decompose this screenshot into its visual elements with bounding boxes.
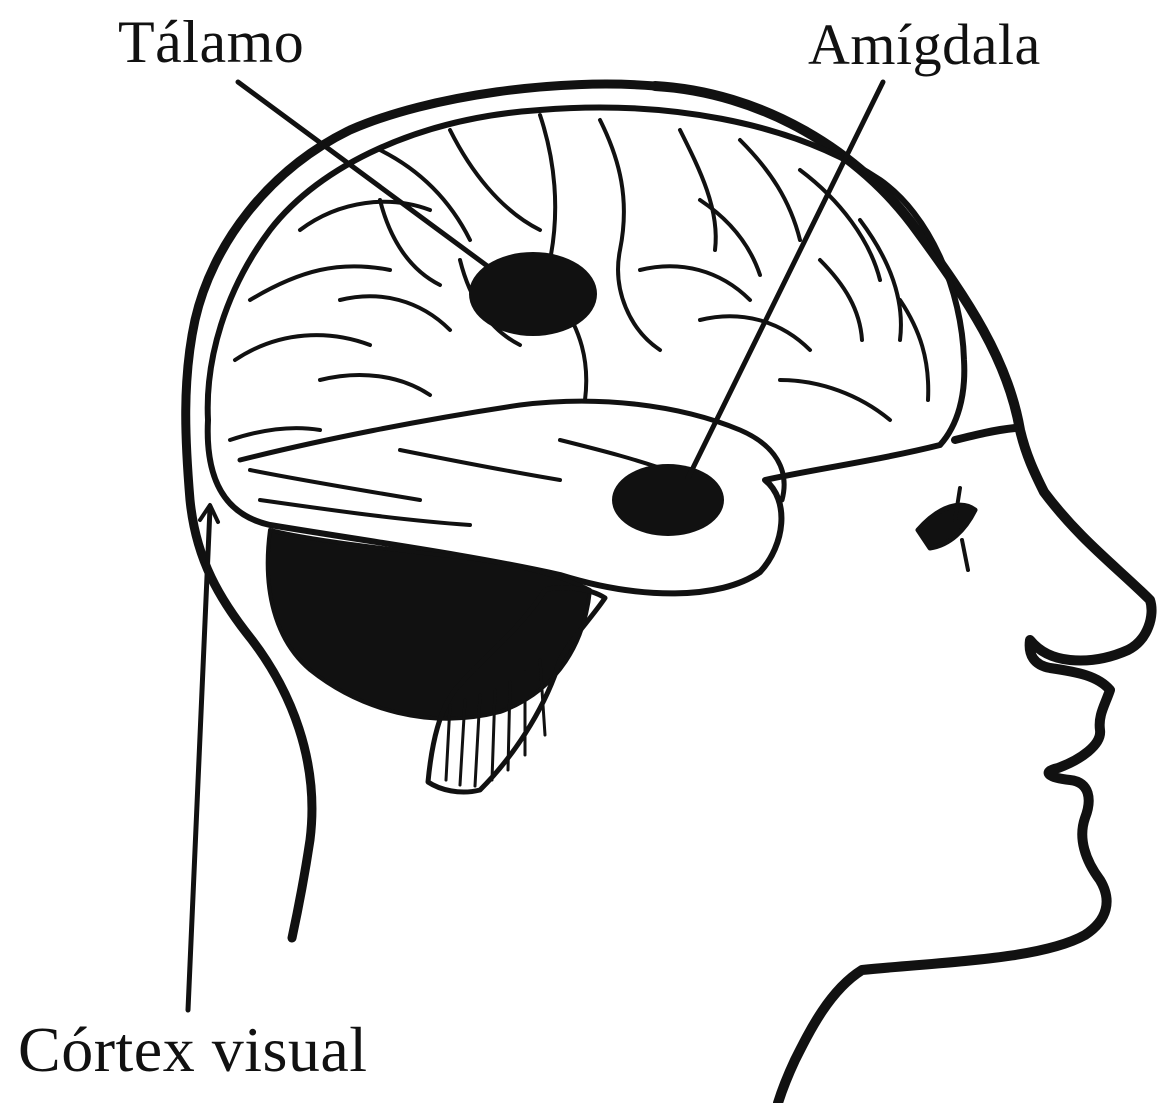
amygdala-leader-line (688, 82, 883, 478)
head-back-outline (186, 84, 655, 938)
visual-cortex-label: Córtex visual (18, 1018, 368, 1082)
eyebrow (955, 428, 1015, 440)
amygdala-label: Amígdala (808, 16, 1041, 74)
amygdala-marker (612, 464, 724, 536)
thalamus-label: Tálamo (118, 12, 304, 72)
face-profile-outline (655, 86, 1152, 1103)
visual-cortex-leader-line (188, 508, 210, 1010)
eye (918, 505, 975, 548)
thalamus-leader-line (238, 82, 490, 268)
cerebrum-outline (208, 108, 965, 594)
